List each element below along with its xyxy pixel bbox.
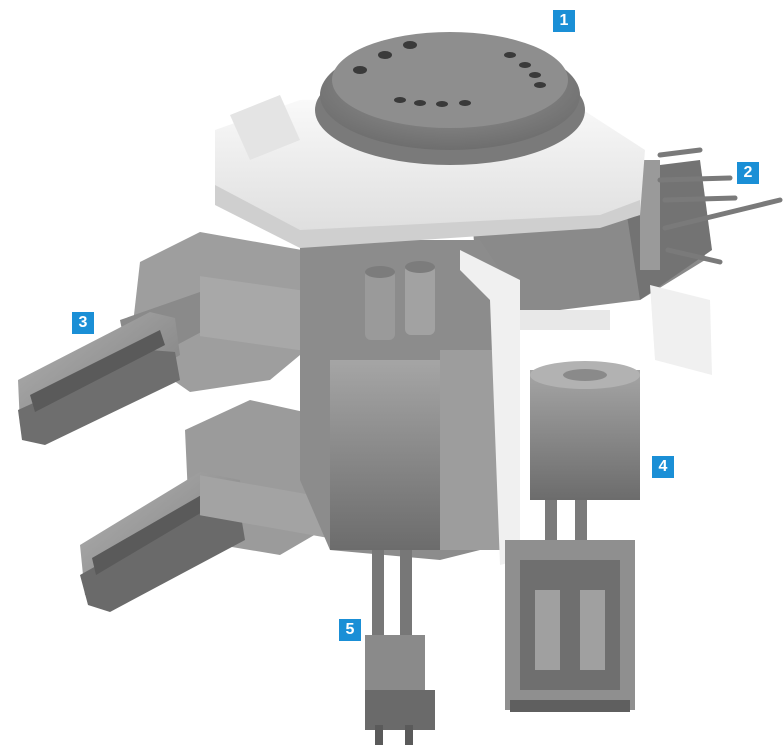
drill-bit-tools	[657, 147, 783, 265]
callout-3: 3	[72, 312, 94, 334]
rotary-cylinder-unit	[520, 285, 712, 500]
central-body	[300, 240, 520, 565]
rotary-indexing-disk	[315, 32, 585, 165]
callout-1: 1	[553, 10, 575, 32]
callout-4: 4	[652, 456, 674, 478]
suction-gripper-unit	[365, 550, 435, 745]
lower-clamp-unit	[505, 500, 635, 712]
callout-5: 5	[339, 619, 361, 641]
disk-holes	[353, 41, 546, 107]
upper-gripper	[18, 232, 330, 445]
callout-2: 2	[737, 162, 759, 184]
